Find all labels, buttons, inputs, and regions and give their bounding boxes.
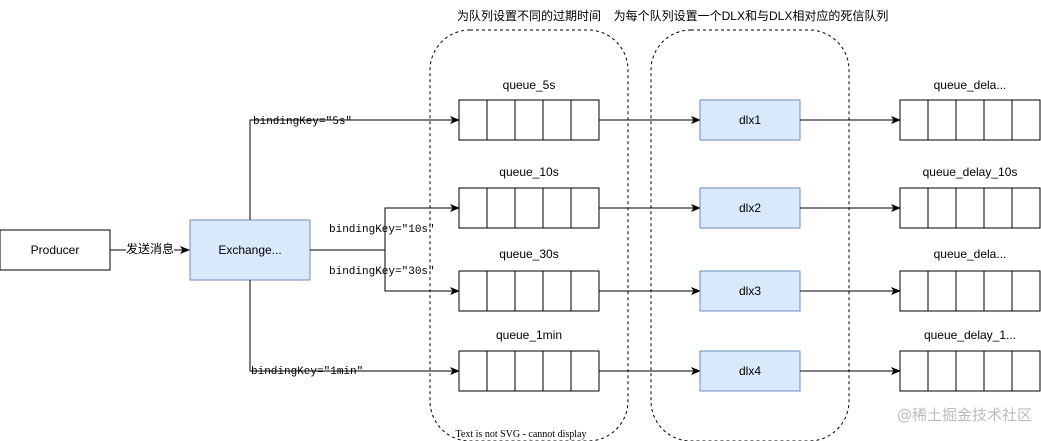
delay-queue-4[interactable] (899, 350, 1041, 392)
queue-30s[interactable] (458, 270, 600, 312)
exchange-label: Exchange... (218, 243, 281, 257)
binding-key-label-5s: bindingKey="5s" (253, 116, 352, 128)
delay-queue-2[interactable] (899, 187, 1041, 229)
queue-label-30s: queue_30s (499, 247, 558, 261)
route-row-5s: queue_5s dlx1 queue_dela... (458, 78, 1041, 141)
queue-label-10s: queue_10s (499, 165, 558, 179)
dlx3-label: dlx3 (739, 284, 761, 298)
delay-queue-3[interactable] (899, 270, 1041, 312)
dlx4-node[interactable] (699, 350, 801, 392)
dlx1-label: dlx1 (739, 113, 761, 127)
queue-10s[interactable] (458, 187, 600, 229)
binding-key-label-1min: bindingKey="1min" (251, 366, 363, 378)
dlx2-label: dlx2 (739, 201, 761, 215)
delay-queue-label-2: queue_delay_10s (923, 165, 1018, 179)
exchange-node[interactable] (189, 219, 311, 281)
delay-queue-label-4: queue_delay_1... (924, 328, 1016, 342)
send-message-edge-label: 发送消息 (126, 241, 174, 256)
route-row-30s: queue_30s dlx3 queue_dela... (458, 247, 1041, 312)
binding-key-label-10s: bindingKey="10s" (329, 224, 435, 236)
dlx3-node[interactable] (699, 270, 801, 312)
route-edge-30s (310, 249, 460, 295)
binding-key-label-30s: bindingKey="30s" (329, 266, 435, 278)
route-edge-5s (249, 116, 460, 220)
send-edge-label-bg (126, 242, 174, 256)
queue-1min[interactable] (458, 350, 600, 392)
dlx4-label: dlx4 (739, 364, 761, 378)
svg-fallback-note: Text is not SVG - cannot display (456, 429, 587, 440)
producer-node[interactable] (0, 229, 111, 271)
queue-label-1min: queue_1min (496, 328, 562, 342)
route-row-1min: queue_1min dlx4 queue_delay_1... (458, 328, 1041, 392)
delay-queue-label-3: queue_dela... (934, 247, 1007, 261)
queue-5s[interactable] (458, 99, 600, 141)
dlx-group-title: 为每个队列设置一个DLX和与DLX相对应的死信队列 (614, 8, 889, 23)
producer-label: Producer (31, 243, 80, 257)
queue-label-5s: queue_5s (503, 78, 556, 92)
watermark: @稀土掘金技术社区 (897, 406, 1032, 424)
delay-queue-label-1: queue_dela... (934, 78, 1007, 92)
ttl-queue-group (429, 29, 629, 441)
route-edge-1min (249, 280, 460, 375)
route-row-10s: queue_10s dlx2 queue_delay_10s (458, 165, 1041, 229)
delay-queue-1[interactable] (899, 99, 1041, 141)
ttl-group-title: 为队列设置不同的过期时间 (457, 8, 601, 23)
dlx-group (650, 29, 850, 441)
